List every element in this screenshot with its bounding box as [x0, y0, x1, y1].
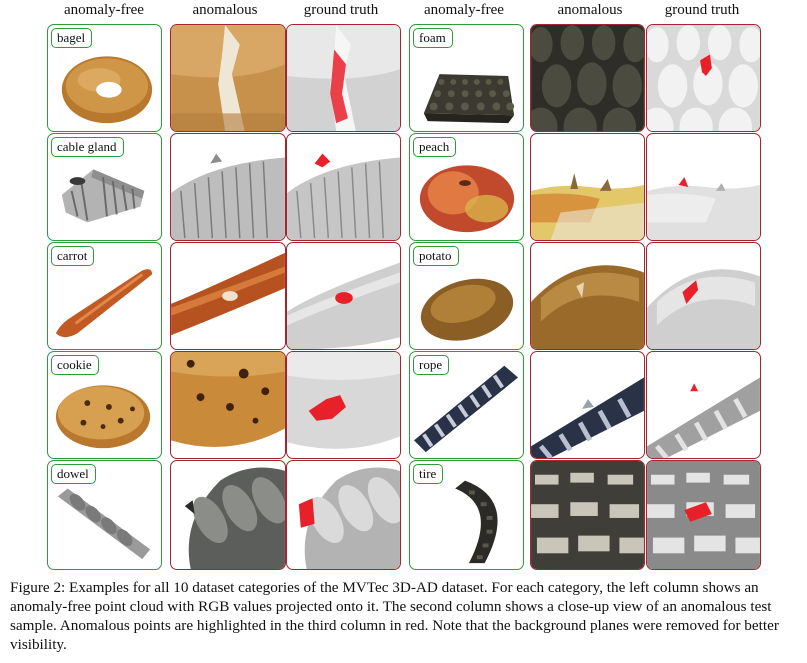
peach-anomalous-panel	[530, 133, 645, 241]
cable-gland-anomaly-free-panel: cable gland	[47, 133, 162, 241]
rope-anomalous-panel	[530, 351, 645, 459]
bagel-ground-truth-image	[287, 25, 400, 131]
tire-ground-truth-panel	[646, 460, 761, 570]
cookie-ground-truth-panel	[286, 351, 401, 459]
carrot-ground-truth-panel	[286, 242, 401, 350]
category-label-rope: rope	[413, 355, 450, 375]
rope-point-cloud-image	[413, 365, 519, 453]
foam-anomalous-closeup-image	[531, 25, 644, 131]
rope-ground-truth-image	[647, 377, 760, 458]
column-header-anomaly-free-right: anomaly-free	[424, 2, 504, 18]
category-label-carrot: carrot	[51, 246, 95, 266]
cookie-ground-truth-image	[287, 352, 400, 449]
column-header-ground-truth-right: ground truth	[664, 2, 740, 18]
category-label-potato: potato	[413, 246, 459, 266]
peach-ground-truth-image	[647, 177, 760, 240]
cookie-point-cloud-image	[55, 385, 151, 449]
peach-ground-truth-panel	[646, 133, 761, 241]
foam-ground-truth-image	[647, 25, 760, 131]
rope-anomalous-closeup-image	[531, 377, 644, 458]
dowel-ground-truth-image	[298, 467, 400, 569]
figure-caption: Figure 2: Examples for all 10 dataset ca…	[10, 579, 779, 653]
category-label-tire: tire	[413, 464, 444, 484]
cable-gland-anomalous-closeup-image	[171, 153, 285, 240]
foam-ground-truth-panel	[646, 24, 761, 132]
category-label-dowel: dowel	[51, 464, 96, 484]
potato-ground-truth-image	[647, 269, 760, 349]
column-header-ground-truth-left: ground truth	[303, 2, 379, 18]
bagel-ground-truth-panel	[286, 24, 401, 132]
peach-point-cloud-image	[419, 165, 515, 233]
bagel-anomalous-closeup-image	[171, 25, 285, 131]
rope-anomaly-free-panel: rope	[409, 351, 524, 459]
category-label-peach: peach	[413, 137, 457, 157]
category-label-foam: foam	[413, 28, 453, 48]
rope-ground-truth-panel	[646, 351, 761, 459]
column-header-anomalous-right: anomalous	[557, 2, 623, 18]
cookie-anomalous-closeup-image	[171, 352, 285, 447]
dowel-point-cloud-image	[57, 488, 151, 560]
tire-anomalous-panel	[530, 460, 645, 570]
dowel-anomalous-closeup-image	[184, 467, 285, 569]
carrot-anomaly-free-panel: carrot	[47, 242, 162, 350]
potato-anomaly-free-panel: potato	[409, 242, 524, 350]
peach-anomaly-free-panel: peach	[409, 133, 524, 241]
foam-anomaly-free-panel: foam	[409, 24, 524, 132]
bagel-point-cloud-image	[61, 56, 153, 124]
potato-ground-truth-panel	[646, 242, 761, 350]
bagel-anomaly-free-panel: bagel	[47, 24, 162, 132]
potato-anomalous-panel	[530, 242, 645, 350]
tire-anomalous-closeup-image	[531, 461, 644, 569]
cookie-anomalous-panel	[170, 351, 286, 459]
cable-gland-ground-truth-image	[287, 153, 400, 240]
column-header-anomaly-free-left: anomaly-free	[64, 2, 144, 18]
dowel-anomalous-panel	[170, 460, 286, 570]
tire-ground-truth-image	[647, 461, 760, 569]
carrot-point-cloud-image	[55, 269, 153, 338]
category-label-cable-gland: cable gland	[51, 137, 124, 157]
carrot-ground-truth-image	[287, 262, 400, 349]
carrot-anomalous-closeup-image	[171, 252, 285, 336]
cable-gland-anomalous-panel	[170, 133, 286, 241]
cable-gland-ground-truth-panel	[286, 133, 401, 241]
tire-anomaly-free-panel: tire	[409, 460, 524, 570]
cable-gland-point-cloud-image	[61, 169, 145, 223]
foam-anomalous-panel	[530, 24, 645, 132]
peach-anomalous-closeup-image	[531, 173, 644, 240]
category-label-bagel: bagel	[51, 28, 93, 48]
column-header-anomalous-left: anomalous	[192, 2, 258, 18]
potato-point-cloud-image	[420, 278, 514, 341]
potato-anomalous-closeup-image	[531, 265, 644, 349]
carrot-anomalous-panel	[170, 242, 286, 350]
foam-point-cloud-image	[423, 74, 515, 124]
bagel-anomalous-panel	[170, 24, 286, 132]
dowel-ground-truth-panel	[286, 460, 401, 570]
cookie-anomaly-free-panel: cookie	[47, 351, 162, 459]
category-label-cookie: cookie	[51, 355, 99, 375]
tire-point-cloud-image	[455, 480, 498, 564]
dowel-anomaly-free-panel: dowel	[47, 460, 162, 570]
